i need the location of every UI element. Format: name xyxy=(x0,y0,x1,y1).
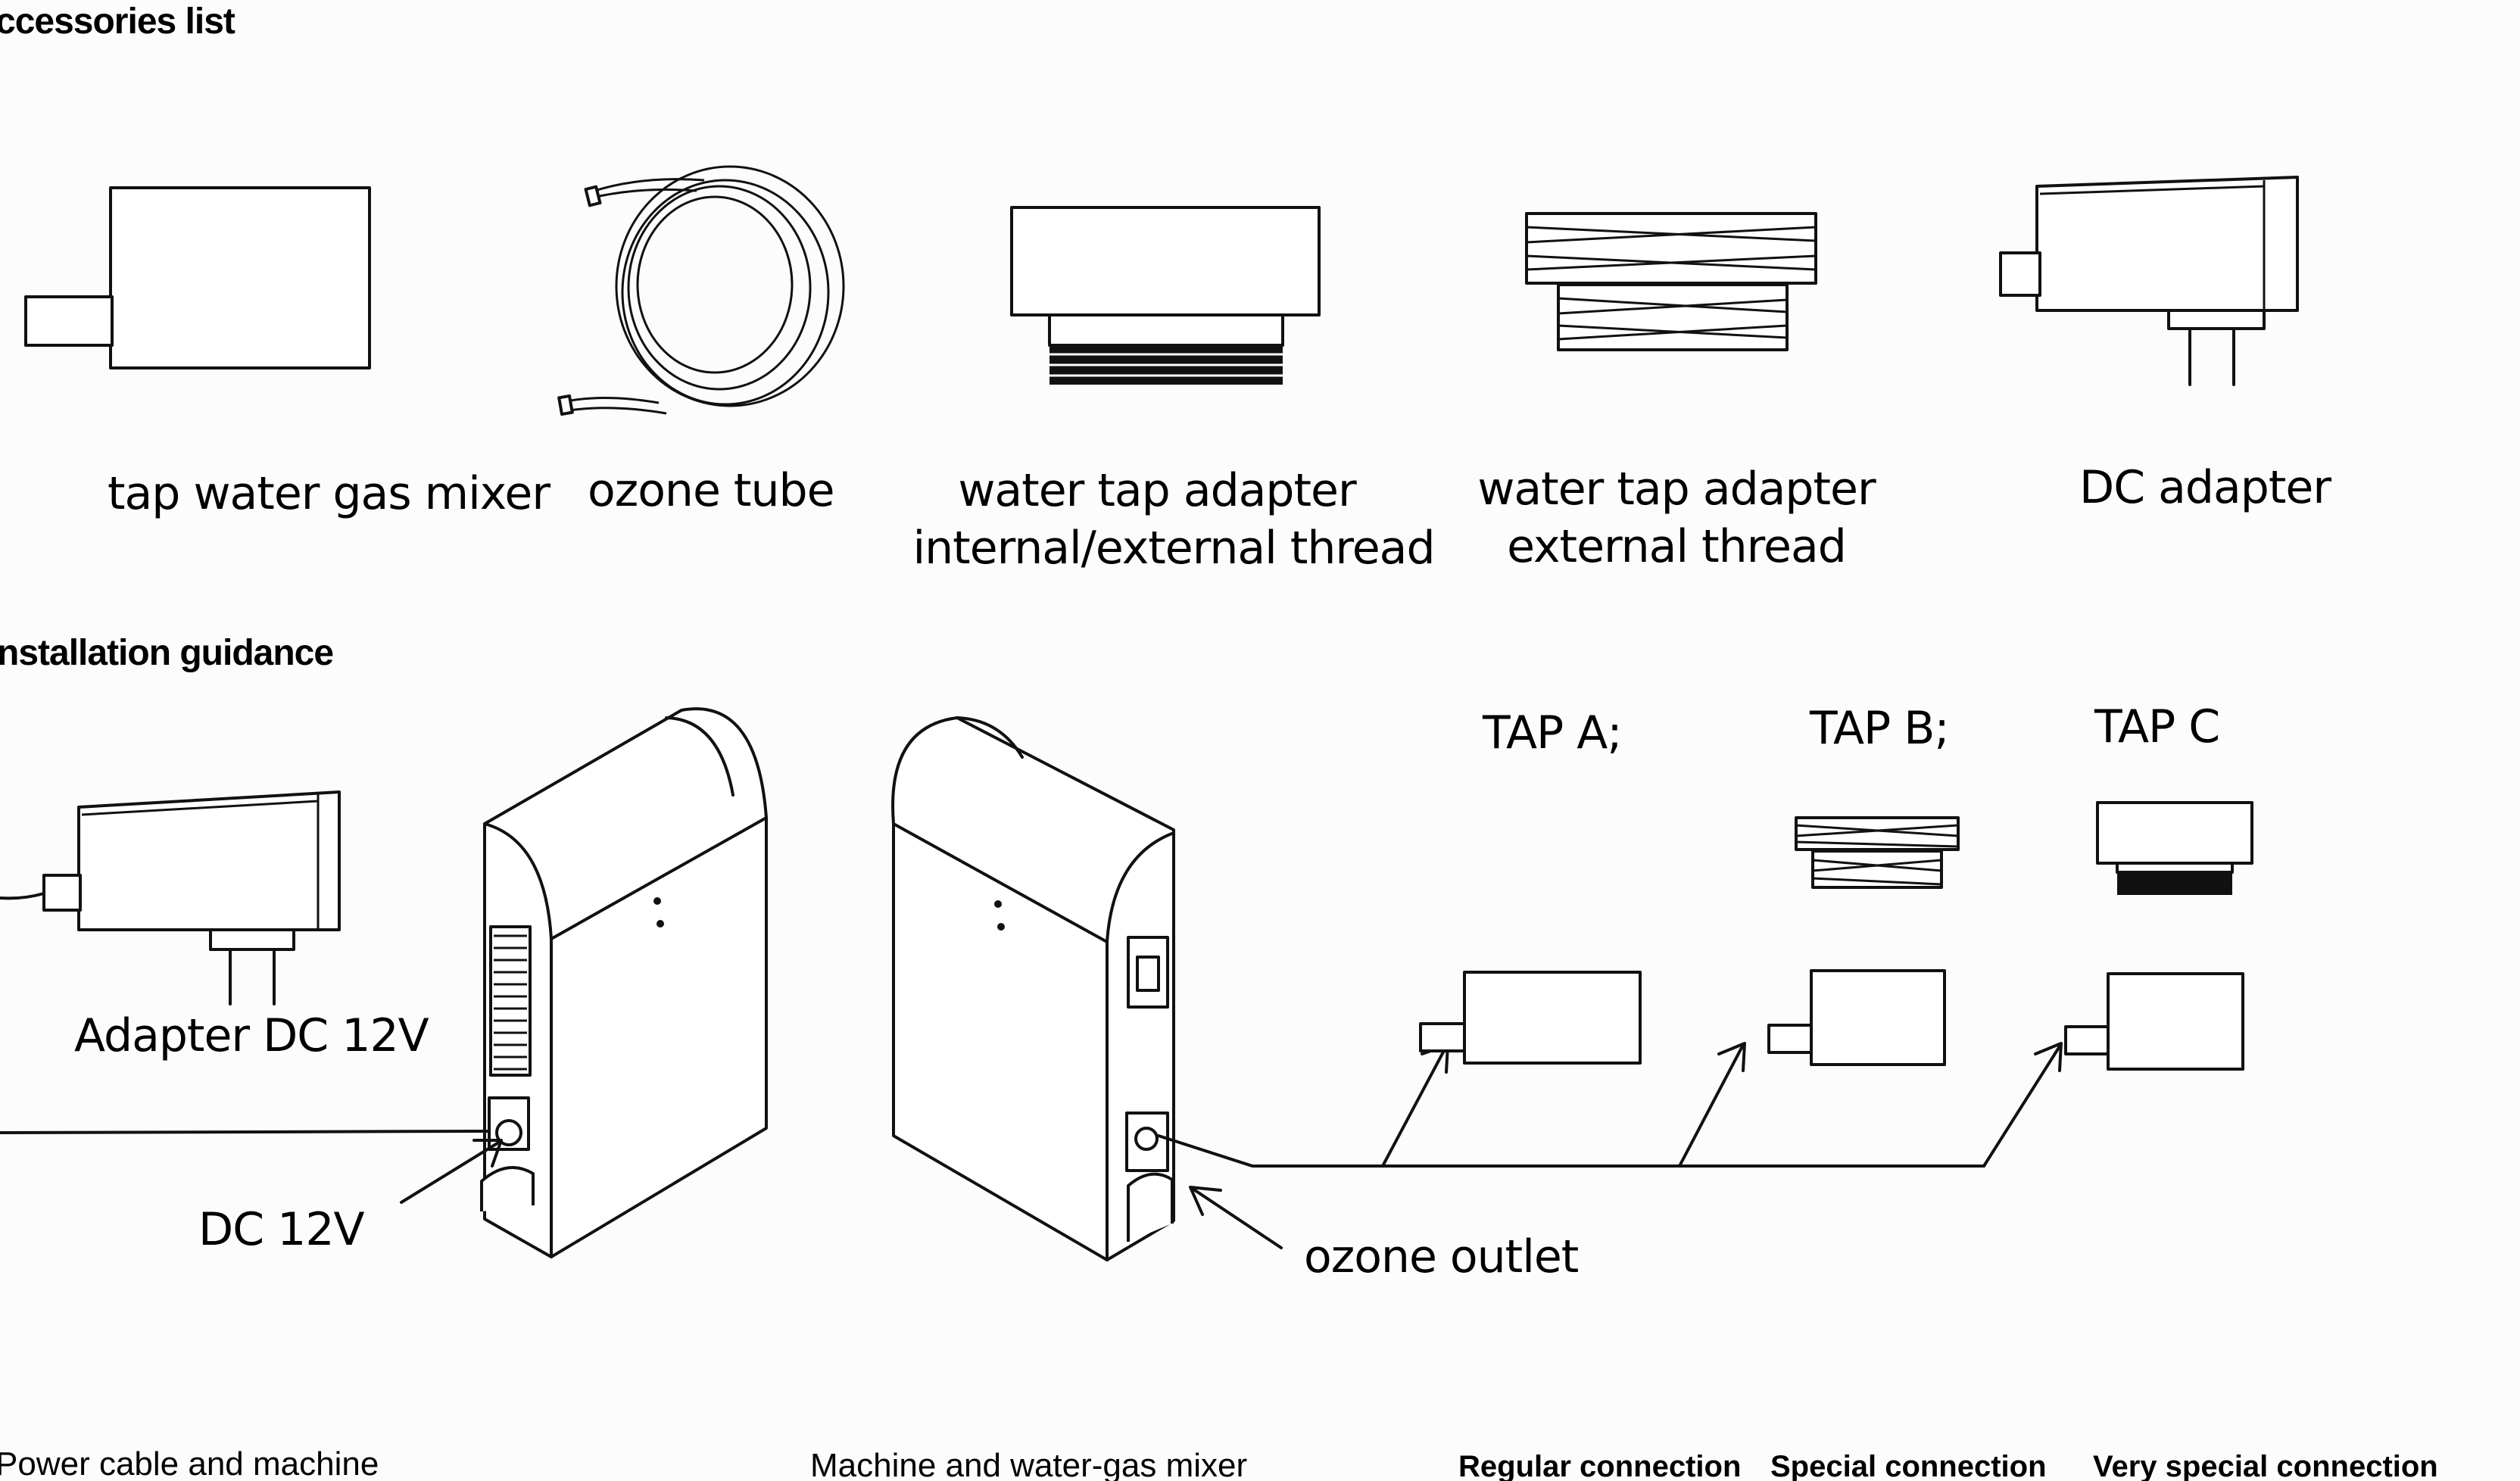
label-tap-adapter-external: water tap adapter xyxy=(1477,463,1876,516)
caption-machine-mixer: Machine and water-gas mixer xyxy=(810,1447,1247,1481)
label-tap-a: TAP A; xyxy=(1482,706,1622,759)
tap-adapter-external-illustration xyxy=(1525,212,1817,351)
label-tap-adapter-internal-thread: internal/external thread xyxy=(912,522,1434,575)
tube-branch-a xyxy=(1381,1043,1449,1168)
caption-regular-connection: Regular connection xyxy=(1458,1450,1741,1481)
tap-a-nozzle xyxy=(1419,1022,1466,1052)
tap-c-adapter xyxy=(2096,801,2253,895)
label-dc-adapter: DC adapter xyxy=(2079,461,2331,514)
ozone-machine-outlet-side xyxy=(891,716,1175,1261)
label-ozone-tube: ozone tube xyxy=(588,464,834,517)
tap-water-gas-mixer-illustration xyxy=(24,186,371,369)
caption-special-connection: Special connection xyxy=(1770,1450,2047,1481)
tap-b-mixer xyxy=(1767,969,1946,1066)
tap-b-adapter xyxy=(1795,816,1960,889)
label-dc-12v: DC 12V xyxy=(198,1203,365,1256)
label-adapter-dc-12v: Adapter DC 12V xyxy=(74,1009,429,1062)
label-tap-b: TAP B; xyxy=(1809,702,1949,755)
ozone-outlet-arrow xyxy=(1189,1186,1283,1249)
ozone-tube-illustration xyxy=(557,165,845,416)
tap-adapter-internal-external-illustration xyxy=(1010,206,1321,385)
label-tap-water-gas-mixer: tap water gas mixer xyxy=(108,467,550,520)
tap-a-mixer xyxy=(1463,971,1642,1065)
caption-power-cable: Power cable and machine xyxy=(0,1445,379,1481)
power-cable xyxy=(0,1130,491,1134)
dc-arrow xyxy=(400,1139,503,1204)
tube-branch-c xyxy=(1982,1042,2063,1168)
caption-very-special-connection: Very special connection xyxy=(2093,1450,2438,1481)
label-ozone-outlet: ozone outlet xyxy=(1304,1230,1579,1283)
label-tap-adapter-external-thread: external thread xyxy=(1507,520,1846,573)
installation-guidance-title: nstallation guidance xyxy=(0,633,333,673)
power-adapter-illustration xyxy=(0,790,341,1006)
label-tap-c: TAP C xyxy=(2094,700,2219,753)
label-tap-adapter-internal: water tap adapter xyxy=(958,464,1357,517)
ozone-machine-power-side xyxy=(480,707,768,1258)
accessories-list-title: ccessories list xyxy=(0,2,235,42)
ozone-tube-route xyxy=(1157,1134,1985,1168)
tap-c-mixer xyxy=(2064,972,2244,1071)
dc-adapter-illustration xyxy=(1999,176,2299,386)
tube-branch-b xyxy=(1678,1042,1746,1168)
